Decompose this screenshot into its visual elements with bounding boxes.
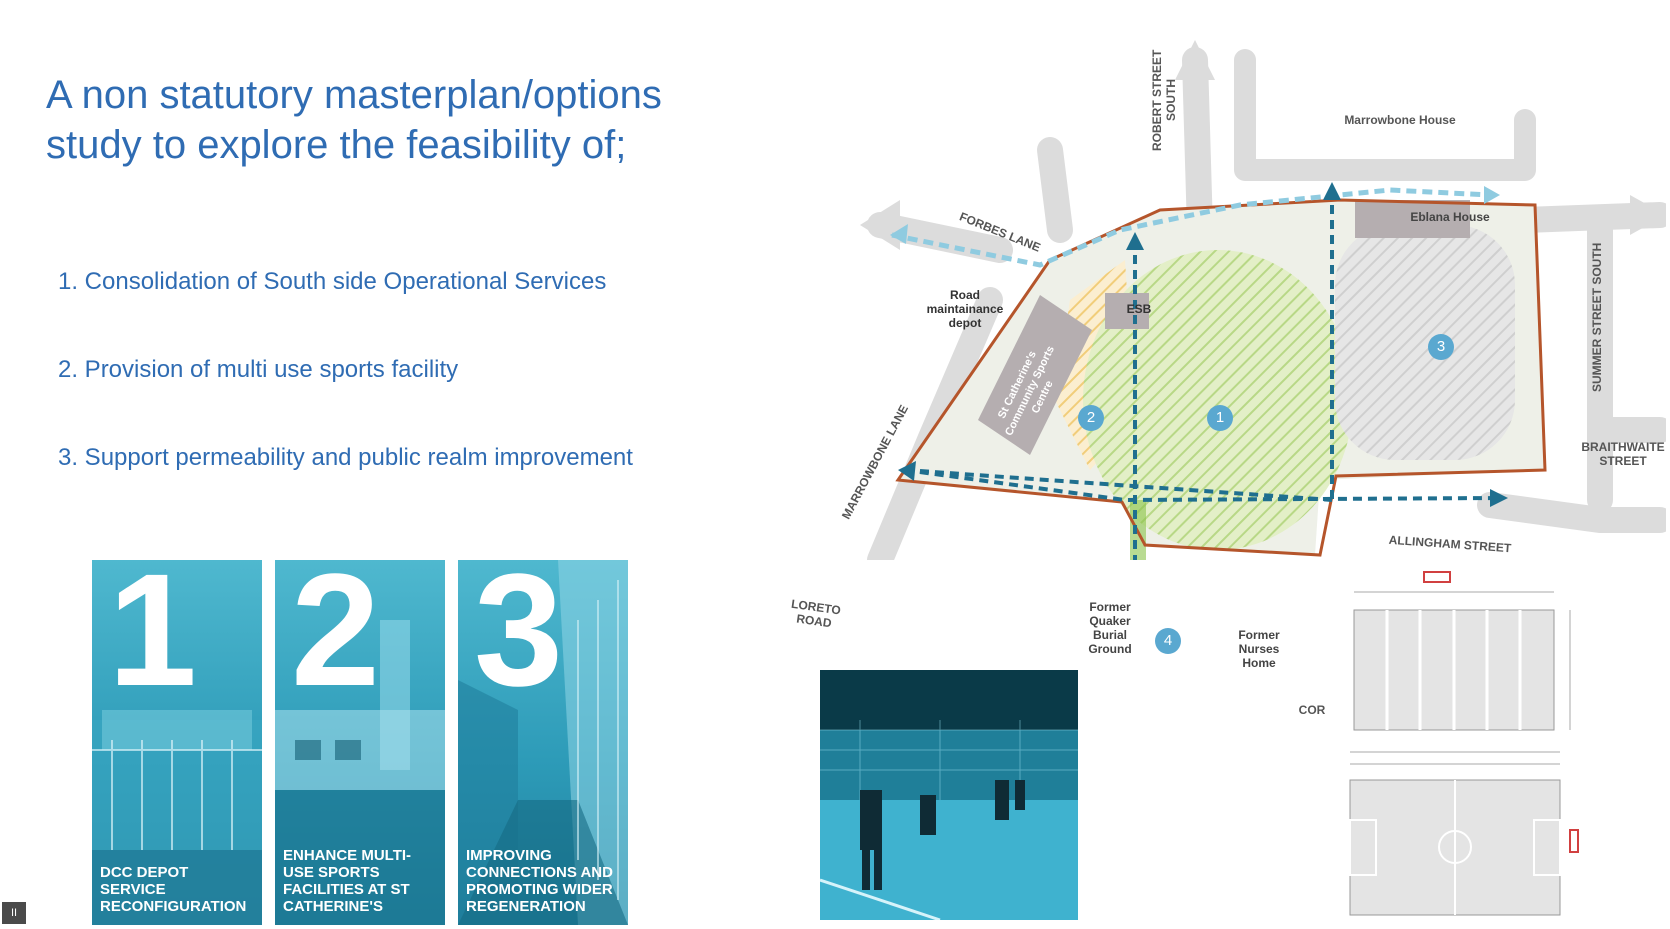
bullet-item: 1. Consolidation of South side Operation… [58, 268, 607, 295]
panel-connections: 3 IMPROVING CONNECTIONS AND PROMOTING WI… [458, 560, 628, 925]
bullet-list: 1. Consolidation of South side Operation… [58, 268, 758, 532]
panel-caption: IMPROVING CONNECTIONS AND PROMOTING WIDE… [466, 847, 613, 915]
map-label-road-depot: Road maintainance depot [926, 288, 1004, 330]
zone-marker-1: 1 [1207, 405, 1233, 431]
map-label-loreto: LORETO ROAD [790, 596, 842, 631]
map-label-quaker: Former Quaker Burial Ground [1088, 600, 1132, 656]
panel-depot: 1 DCC DEPOT SERVICE RECONFIGURATION [92, 560, 262, 925]
pitch-plans [1330, 570, 1666, 922]
night-football-photo [820, 670, 1078, 920]
map-label-nurses: Former Nurses Home [1238, 628, 1280, 670]
bullet-item: 3. Support permeability and public realm… [58, 444, 633, 471]
zone-marker-2: 2 [1078, 405, 1104, 431]
panel-number: 3 [474, 560, 563, 719]
bullet-item: 2. Provision of multi use sports facilit… [58, 356, 459, 383]
map-label-eblana-house: Eblana House [1410, 210, 1490, 224]
pitch-diagram [1349, 571, 1579, 916]
depot-photo [92, 710, 262, 925]
sports-centre-photo [275, 620, 445, 925]
map-label-braithwaite: BRAITHWAITE STREET [1581, 440, 1665, 468]
corner-badge: II [2, 902, 26, 924]
site-map [860, 40, 1666, 560]
zone-marker-4: 4 [1155, 628, 1181, 654]
map-label-marrowbone-house: Marrowbone House [1344, 113, 1456, 127]
panel-caption: DCC DEPOT SERVICE RECONFIGURATION [100, 864, 247, 915]
panel-caption: ENHANCE MULTI-USE SPORTS FACILITIES AT S… [283, 847, 412, 915]
map-label-robert-street: ROBERT STREET SOUTH [1150, 49, 1178, 151]
panel-number: 2 [291, 560, 380, 719]
slide-title: A non statutory masterplan/options study… [46, 73, 662, 167]
zone-marker-3: 3 [1428, 334, 1454, 360]
map-label-cork: COR [1298, 703, 1326, 717]
map-label-summer-street: SUMMER STREET SOUTH [1590, 242, 1604, 392]
panel-sports: 2 ENHANCE MULTI-USE SPORTS FACILITIES AT… [275, 560, 445, 925]
street-photo [458, 560, 628, 925]
panel-number: 1 [108, 560, 197, 719]
map-label-esb: ESB [1126, 302, 1152, 316]
